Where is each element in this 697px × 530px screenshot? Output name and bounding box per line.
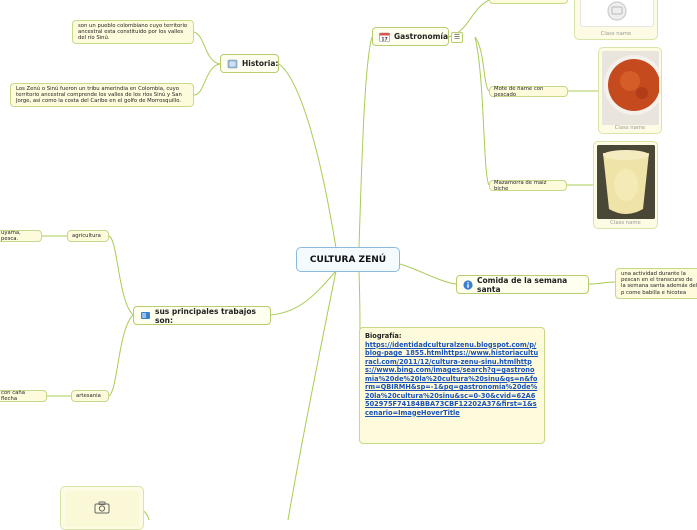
mote-image-card[interactable]: Class name <box>598 47 662 134</box>
trabajos-item-agricultura-label: agricultura <box>72 233 101 239</box>
historia-note-1[interactable]: son un pueblo colombiano cuyo territorio… <box>72 20 194 44</box>
placeholder-image-card[interactable]: Class name <box>574 0 658 40</box>
biografia-link[interactable]: https://identidadculturalzenu.blogspot.c… <box>365 340 539 417</box>
topic-gastronomia-label: Gastronomía <box>394 32 449 41</box>
mazamorra-image-card[interactable]: Class name <box>593 141 658 229</box>
topic-historia-label: Historia: <box>242 59 279 68</box>
mazamorra-image-caption: Class name <box>610 220 641 226</box>
porridge-image <box>597 145 655 219</box>
semana-santa-detail-text: una actividad durante la pescan en el tr… <box>621 271 697 296</box>
biografia-title: Biografía: <box>365 332 402 340</box>
svg-text:17: 17 <box>381 36 387 41</box>
artesania-detail-text: con caña flecha <box>1 390 25 402</box>
topic-semana-santa[interactable]: Comida de la semana santa <box>456 275 589 294</box>
topic-historia[interactable]: Historia: <box>220 54 279 73</box>
trabajos-item-artesania-label: artesania <box>76 393 101 399</box>
info-icon <box>463 279 473 290</box>
semana-santa-detail[interactable]: una actividad durante la pescan en el tr… <box>615 268 697 299</box>
calendar-icon: 17 <box>379 32 390 42</box>
notebook-icon <box>227 59 238 69</box>
historia-note-2[interactable]: Los Zenú o Sinú fueron un tribu amerindi… <box>10 83 194 107</box>
placeholder-image-icon <box>580 0 654 27</box>
historia-note-1-text: son un pueblo colombiano cuyo territorio… <box>78 23 188 42</box>
gastronomia-item-mazamorra[interactable]: Mazamorra de maiz biche <box>489 179 567 192</box>
placeholder-image-caption: Class name <box>600 31 632 37</box>
agricultura-detail[interactable]: uyama, pesca. <box>0 230 42 242</box>
camera-icon <box>65 491 139 527</box>
central-topic-label: CULTURA ZENÚ <box>309 254 387 265</box>
trabajos-item-agricultura[interactable]: agricultura <box>67 230 109 242</box>
bottom-image-card[interactable] <box>60 486 144 530</box>
topic-trabajos[interactable]: sus principales trabajos son: <box>133 306 271 325</box>
gastronomia-item-mote-label: Mote de ñame con pescado <box>494 85 544 98</box>
topic-semana-santa-label: Comida de la semana santa <box>477 275 568 294</box>
book-icon <box>140 311 151 320</box>
topic-trabajos-label: sus principales trabajos son: <box>155 306 256 325</box>
gastronomia-item-mote[interactable]: Mote de ñame con pescado <box>489 85 568 98</box>
sauce-bowl-image <box>602 51 659 125</box>
historia-note-2-text: Los Zenú o Sinú fueron un tribu amerindi… <box>16 86 182 105</box>
artesania-detail[interactable]: con caña flecha <box>0 390 47 402</box>
central-topic[interactable]: CULTURA ZENÚ <box>296 247 400 272</box>
biografia-note[interactable]: Biografía: https://identidadculturalzenu… <box>359 327 545 444</box>
trabajos-item-artesania[interactable]: artesania <box>71 390 109 402</box>
list-icon[interactable]: ☰ <box>451 32 463 43</box>
mote-image-caption: Class name <box>614 125 646 131</box>
gastronomia-item-0-top[interactable] <box>489 0 568 4</box>
gastronomia-item-mazamorra-label: Mazamorra de maiz biche <box>494 179 547 192</box>
topic-gastronomia[interactable]: 17 Gastronomía <box>372 27 449 46</box>
agricultura-detail-text: uyama, pesca. <box>1 230 21 242</box>
